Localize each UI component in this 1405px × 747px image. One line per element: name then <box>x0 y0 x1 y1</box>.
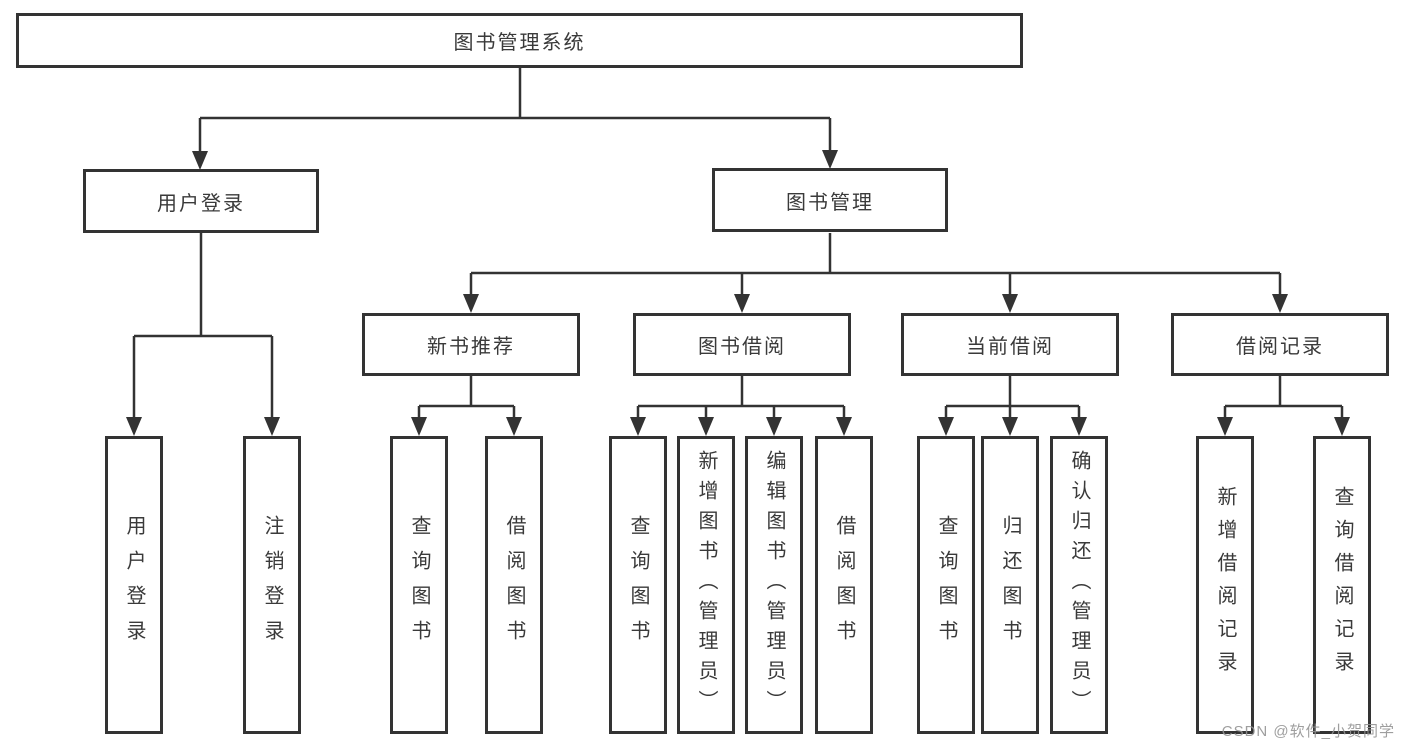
node-leaf-add-book-admin: 新增图书（管理员） <box>677 436 735 734</box>
node-label: 图书管理系统 <box>453 32 586 54</box>
node-leaf-current-query-books: 查询图书 <box>917 436 975 734</box>
node-user-login: 用户登录 <box>83 169 319 233</box>
node-label: 用户登录 <box>123 515 145 655</box>
node-leaf-recommend-borrow-books: 借阅图书 <box>485 436 543 734</box>
node-label: 图书管理 <box>786 191 874 214</box>
node-label: 新书推荐 <box>427 336 515 358</box>
node-label: 借阅图书 <box>503 515 525 655</box>
node-label: 借阅记录 <box>1236 336 1324 358</box>
node-leaf-user-login: 用户登录 <box>105 436 163 734</box>
arrowheads <box>126 150 1350 436</box>
node-book-management: 图书管理 <box>712 168 948 232</box>
node-label: 用户登录 <box>157 192 245 215</box>
node-leaf-recommend-query-books: 查询图书 <box>390 436 448 734</box>
node-label: 归还图书 <box>999 515 1021 655</box>
node-borrowing-records: 借阅记录 <box>1171 313 1389 376</box>
node-current-borrowing: 当前借阅 <box>901 313 1119 376</box>
node-library-management-system: 图书管理系统 <box>16 13 1023 68</box>
node-leaf-return-book: 归还图书 <box>981 436 1039 734</box>
node-book-borrowing: 图书借阅 <box>633 313 851 376</box>
node-label: 图书借阅 <box>698 336 786 358</box>
csdn-watermark: CSDN @软件_小贺同学 <box>1221 723 1395 740</box>
node-leaf-confirm-return-admin: 确认归还（管理员） <box>1050 436 1108 734</box>
node-leaf-add-borrow-record: 新增借阅记录 <box>1196 436 1254 734</box>
node-label: 当前借阅 <box>966 336 1054 358</box>
node-leaf-query-borrow-record: 查询借阅记录 <box>1313 436 1371 734</box>
node-label: 查询借阅记录 <box>1331 486 1353 684</box>
node-label: 新增图书（管理员） <box>695 450 717 720</box>
node-label: 查询图书 <box>627 515 649 655</box>
node-label: 注销登录 <box>261 515 283 655</box>
node-label: 编辑图书（管理员） <box>763 450 785 720</box>
node-new-book-recommend: 新书推荐 <box>362 313 580 376</box>
node-leaf-borrowing-borrow-books: 借阅图书 <box>815 436 873 734</box>
node-leaf-edit-book-admin: 编辑图书（管理员） <box>745 436 803 734</box>
node-label: 确认归还（管理员） <box>1068 450 1090 720</box>
node-leaf-borrowing-query-books: 查询图书 <box>609 436 667 734</box>
node-label: 查询图书 <box>935 515 957 655</box>
node-label: 查询图书 <box>408 515 430 655</box>
node-label: 借阅图书 <box>833 515 855 655</box>
node-leaf-logout: 注销登录 <box>243 436 301 734</box>
node-label: 新增借阅记录 <box>1214 486 1236 684</box>
